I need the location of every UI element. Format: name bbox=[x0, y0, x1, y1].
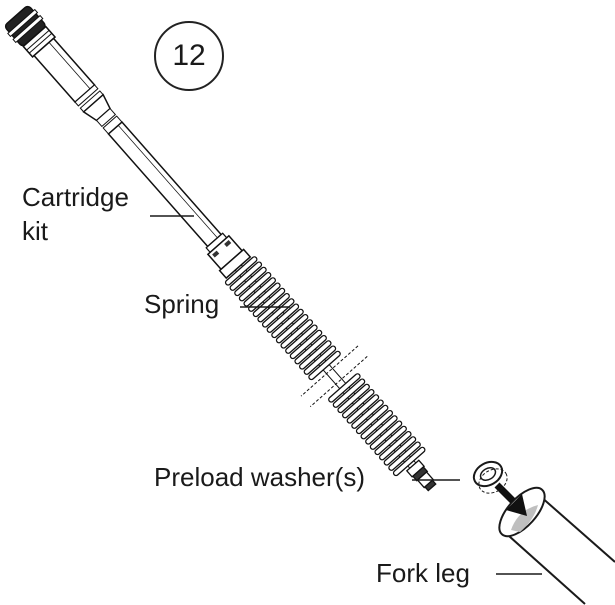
cartridge-spring-assembly bbox=[4, 5, 437, 492]
insert-direction-arrow bbox=[494, 482, 527, 516]
spring-coils-upper bbox=[224, 256, 341, 381]
step-number: 12 bbox=[172, 39, 206, 72]
leader-lines bbox=[150, 215, 542, 575]
spring-label: Spring bbox=[144, 289, 220, 319]
cartridge-kit-label-line1: Cartridge bbox=[22, 182, 129, 212]
spring-coils-lower bbox=[328, 373, 426, 477]
bottom-fitting-drawing bbox=[405, 459, 437, 492]
fork-leg-label: Fork leg bbox=[376, 558, 470, 588]
fork-leg-opening-shading bbox=[511, 505, 538, 532]
step-number-badge: 12 bbox=[154, 21, 224, 91]
preload-washer-drawing bbox=[472, 460, 508, 494]
cartridge-kit-label-line2: kit bbox=[22, 216, 48, 246]
top-cap-drawing bbox=[4, 5, 57, 58]
preload-washers-label: Preload washer(s) bbox=[154, 462, 365, 492]
